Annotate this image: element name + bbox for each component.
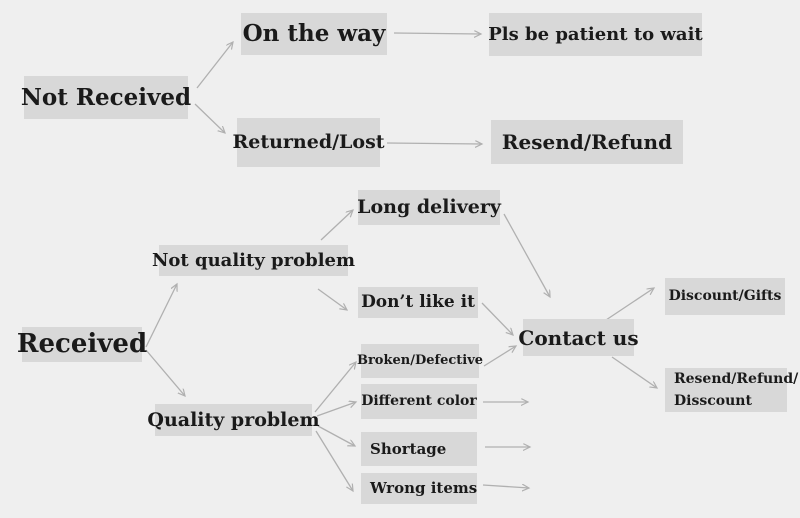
node-not-received: Not Received — [21, 76, 191, 119]
node-resend-refund: Resend/Refund — [491, 120, 683, 164]
node-pls-be-patient-to-wait: Pls be patient to wait — [488, 13, 703, 56]
arrow-on_the_way-to-pls_be_patient — [393, 33, 481, 34]
node-resend-refund-disscount-line2: Disscount — [674, 393, 752, 409]
arrow-contact_us-to-discount_gifts — [605, 288, 654, 321]
arrow-not_received-to-returned_lost — [194, 103, 225, 133]
arrow-long_delivery-to-contact_us — [503, 213, 550, 297]
arrow-not_quality_problem-to-long_delivery — [320, 210, 353, 241]
node-broken-defective: Broken/Defective — [357, 344, 483, 378]
arrow-received-to-not_quality_problem — [145, 284, 177, 348]
arrow-returned_lost-to-resend_refund — [386, 143, 482, 144]
arrow-wrong_items-to-contact_us — [482, 485, 529, 488]
node-quality-problem: Quality problem — [147, 404, 320, 436]
node-not-quality-problem: Not quality problem — [152, 245, 355, 276]
node-resend-refund-disscount-line1: Resend/Refund/ — [674, 371, 799, 387]
arrow-contact_us-to-resend_refund_disscount — [611, 356, 657, 388]
node-contact-us: Contact us — [518, 319, 639, 356]
arrow-received-to-quality_problem — [145, 349, 185, 396]
node-different-color: Different color — [361, 384, 477, 419]
node-long-delivery: Long delivery — [357, 190, 501, 225]
arrow-quality_problem-to-wrong_items — [315, 430, 353, 491]
arrow-quality_problem-to-different_color — [316, 402, 356, 417]
node-discount-gifts: Discount/Gifts — [665, 278, 785, 315]
arrow-dont_like_it-to-contact_us — [481, 302, 513, 335]
arrow-not_received-to-on_the_way — [196, 42, 233, 89]
node-returned-lost: Returned/Lost — [232, 118, 385, 167]
arrow-quality_problem-to-shortage — [317, 425, 355, 446]
arrow-not_quality_problem-to-dont_like_it — [317, 288, 347, 310]
node-wrong-items: Wrong items — [361, 473, 477, 504]
node-shortage: Shortage — [361, 432, 477, 466]
arrow-quality_problem-to-broken_defective — [314, 362, 356, 413]
node-resend-refund-disscount: Resend/Refund/ Disscount — [665, 368, 798, 412]
node-received: Received — [17, 327, 147, 362]
node-dont-like-it: Don’t like it — [358, 287, 478, 318]
arrow-broken_defective-to-contact_us — [483, 346, 516, 367]
node-on-the-way: On the way — [241, 13, 387, 55]
